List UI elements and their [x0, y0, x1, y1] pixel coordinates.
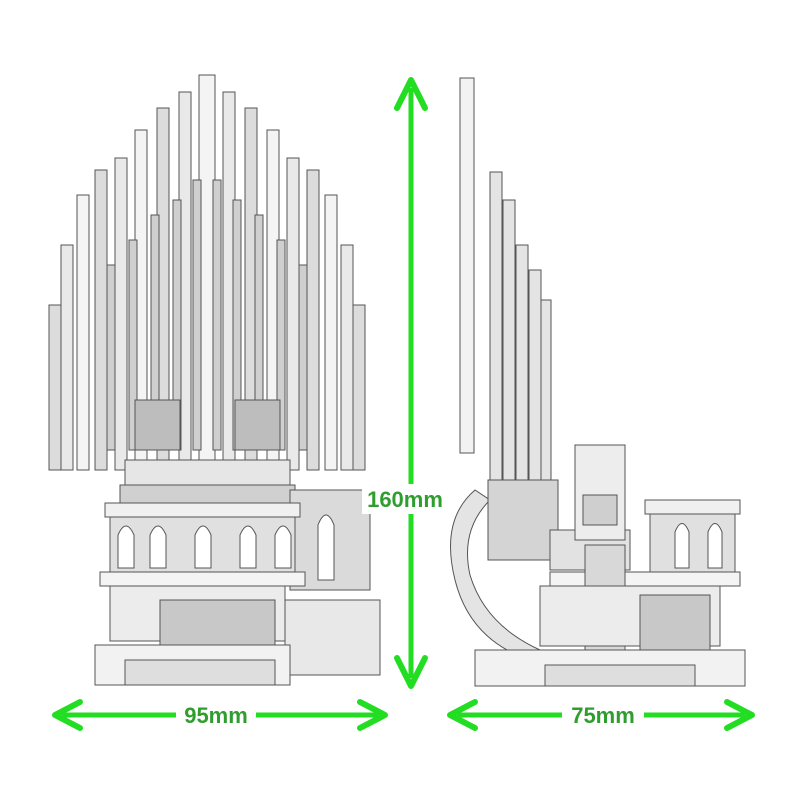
- front-spike: [352, 304, 366, 471]
- front-inner-spike: [192, 179, 202, 451]
- front-spike: [286, 157, 300, 471]
- right-side-arch: [317, 514, 335, 581]
- side-depth-arrow-head-left: [447, 699, 478, 731]
- side-depth-arrow-head-right: [724, 699, 755, 731]
- front-arch-window: [149, 525, 167, 569]
- arcade-bottom-rim: [99, 571, 306, 587]
- side-tower-arch-1: [674, 523, 690, 569]
- front-width-arrow-head-right: [357, 699, 388, 731]
- side-depth-label: 75mm: [571, 703, 635, 728]
- side-back-plate: [459, 77, 475, 454]
- front-spike: [306, 169, 320, 471]
- front-arch-window: [274, 525, 292, 569]
- front-arch-window: [194, 525, 212, 569]
- side-spikes: [489, 171, 552, 536]
- front-arch-window: [239, 525, 257, 569]
- front-spike: [60, 244, 74, 471]
- throne-side-view: [450, 77, 746, 687]
- front-inner-spike: [128, 239, 138, 451]
- side-platform: [549, 571, 741, 587]
- front-arch-window: [117, 525, 135, 569]
- front-width-arrow-head-left: [52, 699, 83, 731]
- side-tower-arch-2: [707, 523, 723, 569]
- front-width-label-bg: [176, 700, 256, 730]
- right-cushion: [234, 399, 281, 451]
- side-depth-label-bg: [562, 700, 644, 730]
- front-inner-spike: [298, 264, 308, 451]
- seat-band: [119, 484, 296, 504]
- left-cushion: [134, 399, 181, 451]
- front-spike: [340, 244, 354, 471]
- front-throne-body: [94, 399, 381, 686]
- side-tower-rim: [644, 499, 741, 515]
- height-label-bg: [362, 484, 448, 514]
- side-back-body: [487, 479, 559, 561]
- arcade-top-rim: [104, 502, 301, 518]
- front-base-steps: [284, 599, 381, 676]
- front-base-recess: [159, 599, 276, 646]
- front-arches: [117, 525, 292, 569]
- side-depth-dimension: 75mm: [447, 699, 755, 731]
- height-dimension: 160mm: [362, 77, 448, 689]
- front-base-foot: [124, 659, 276, 686]
- side-arm-vent: [582, 494, 618, 526]
- front-spike: [48, 304, 62, 471]
- seat-top: [124, 459, 291, 486]
- front-spike: [324, 194, 338, 471]
- front-inner-spike: [212, 179, 222, 451]
- height-label: 160mm: [367, 487, 443, 512]
- side-base-foot: [544, 664, 696, 687]
- height-arrow-head-bottom: [394, 655, 428, 689]
- front-width-dimension: 95mm: [52, 699, 388, 731]
- throne-front-view: [48, 74, 381, 686]
- front-inner-spike: [276, 239, 286, 451]
- side-base-block: [639, 594, 711, 656]
- front-spike: [114, 157, 128, 471]
- front-width-label: 95mm: [184, 703, 248, 728]
- front-spike: [94, 169, 108, 471]
- front-spike: [76, 194, 90, 471]
- height-arrow-head-top: [394, 77, 428, 111]
- front-spikes: [48, 74, 366, 471]
- side-arm-post: [574, 444, 626, 541]
- front-inner-spike: [106, 264, 116, 451]
